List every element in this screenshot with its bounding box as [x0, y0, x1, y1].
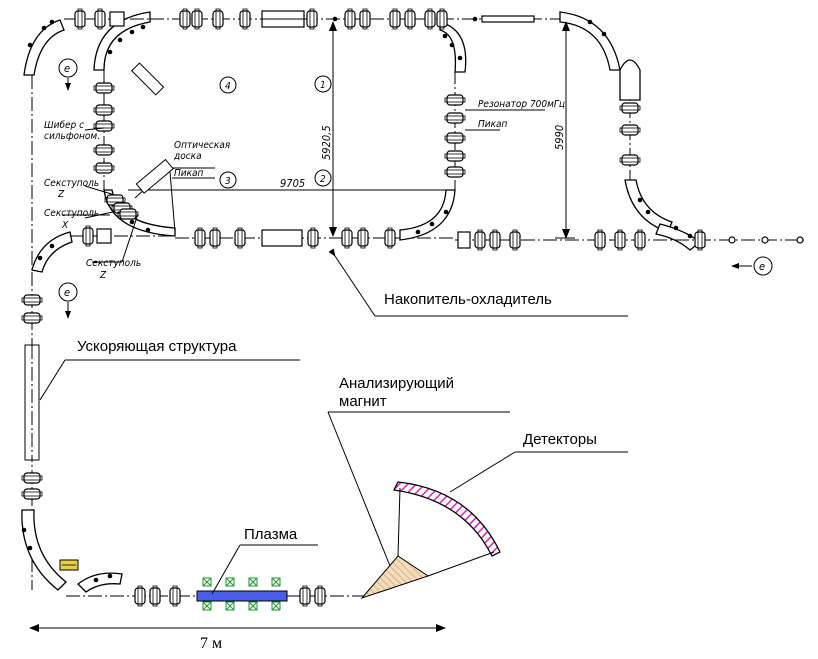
plasma-coil-cross [248, 601, 258, 611]
dimension-9705-label: 9705 [280, 177, 305, 190]
sextupole-x-label-2: X [61, 220, 69, 231]
kicker-bottom [261, 229, 303, 247]
plasma-coil-cross [225, 577, 235, 587]
plasma-cell [196, 577, 288, 611]
sextupole-z-bottom-label-1: Секступоль [86, 258, 141, 269]
plasma-coil-cross [225, 601, 235, 611]
plasma-tube [196, 590, 288, 602]
optical-board-label-1: Оптическая [174, 140, 231, 151]
pump-dots [107, 16, 478, 235]
circle-2-label: 2 [320, 174, 326, 185]
optical-board [135, 158, 174, 194]
electron-symbol-1: e [64, 62, 70, 75]
scale-label: 7 м [200, 635, 222, 652]
leader-lines [39, 109, 628, 595]
circle-markers [219, 75, 332, 189]
sextupole-z-bottom-label-2: Z [99, 270, 107, 281]
plasma-coils [202, 577, 281, 611]
dimension-5920-label: 5920,5 [320, 125, 333, 160]
analyzing-magnet [360, 555, 430, 600]
injection-line [21, 225, 365, 607]
plasma-coil-cross [271, 601, 281, 611]
gate-valve-label-2: сильфоном. [44, 131, 100, 142]
circle-1-label: 1 [320, 80, 326, 91]
electron-symbol-3: e [759, 260, 765, 273]
pickup-left-label: Пикап [174, 168, 204, 179]
electron-symbol-2: e [64, 286, 70, 299]
transfer-line [23, 8, 805, 270]
plasma-coil-cross [248, 577, 258, 587]
circle-3-label: 3 [225, 176, 231, 187]
accelerating-structure-label: Ускоряющая структура [77, 338, 237, 355]
analyzing-magnet-label-2: магнит [339, 393, 387, 410]
storage-ring [93, 8, 478, 249]
dimension-5990-label: 5990 [553, 125, 566, 150]
circle-4-label: 4 [225, 81, 231, 92]
plasma-coil-cross [202, 601, 212, 611]
plasma-coil-cross [202, 577, 212, 587]
storage-ring-label: Накопитель-охладитель [384, 291, 552, 308]
analyzing-magnet-label-1: Анализирующий [339, 375, 454, 392]
detectors-label: Детекторы [523, 431, 597, 448]
bending-magnet-bottom-right [399, 189, 456, 241]
resonator-label: Резонатор 700мГц. [478, 99, 568, 110]
electron-markers [58, 58, 773, 319]
sextupole-x-label-1: Секступоль [44, 208, 99, 219]
drift-tube-top [481, 15, 535, 23]
optical-board-upper [131, 62, 165, 96]
sextupole-z-top-label-1: Секступоль [44, 178, 99, 189]
gate-valve-label-1: Шибер с [44, 119, 84, 131]
pickup-right-label: Пикап [478, 119, 508, 130]
optical-board-label-2: доска [173, 151, 202, 162]
sextupole-z-top-label-2: Z [57, 189, 65, 200]
dimensions [29, 21, 575, 632]
detector-arc [393, 481, 501, 577]
plasma-coil-cross [271, 577, 281, 587]
text-labels: Накопитель-охладитель Ускоряющая структу… [44, 62, 765, 652]
plasma-label: Плазма [244, 526, 298, 543]
